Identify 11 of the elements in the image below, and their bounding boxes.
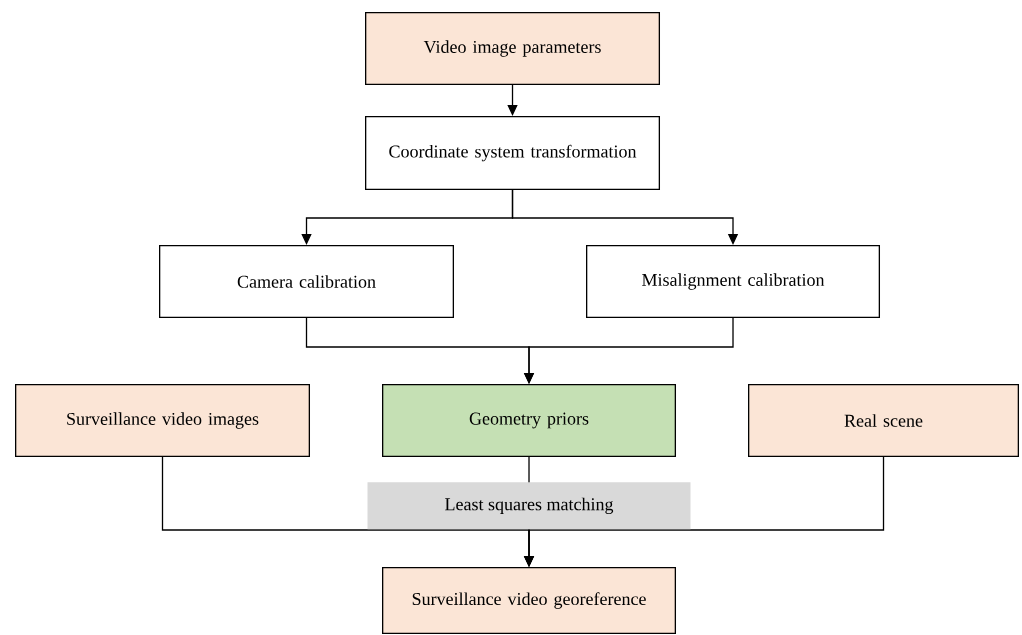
process-box: Camera calibration: [159, 245, 454, 318]
edge-label: Least squares matching: [367, 482, 691, 530]
process-box: Real scene: [748, 384, 1019, 457]
process-box: Video image parameters: [365, 12, 660, 85]
arrow: [511, 189, 739, 245]
process-box: Surveillance video georeference: [382, 567, 676, 634]
process-box: Coordinate system transformation: [365, 116, 660, 190]
arrow: [507, 84, 518, 116]
process-box: Surveillance video images: [15, 384, 310, 457]
process-box: Geometry priors: [382, 384, 676, 457]
process-box: Misalignment calibration: [586, 245, 880, 318]
